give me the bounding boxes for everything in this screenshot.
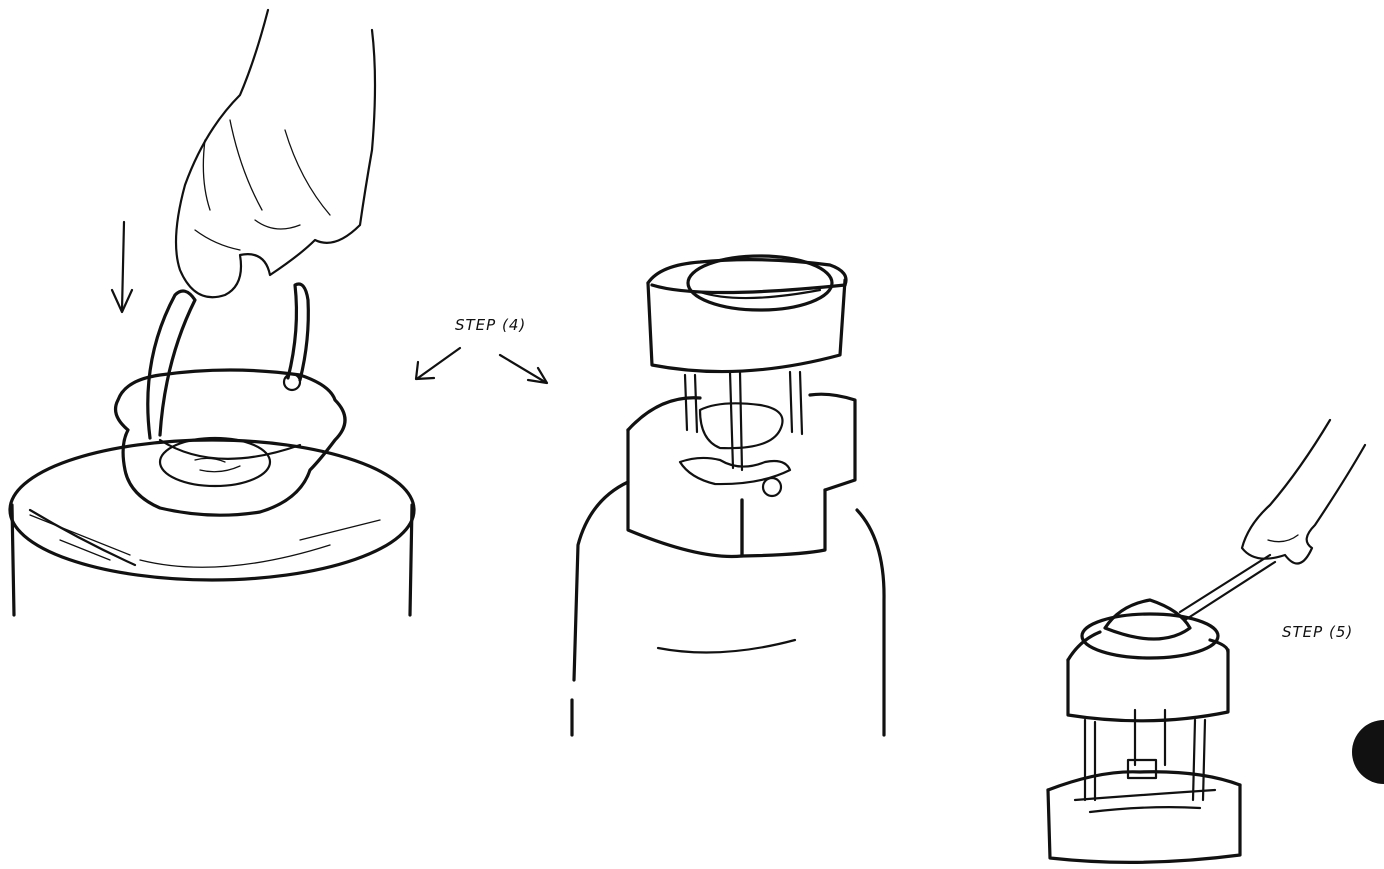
arrow-right-icon <box>500 355 547 383</box>
cylinder <box>572 482 884 735</box>
top-ring <box>1068 600 1228 721</box>
down-arrow-icon <box>112 222 132 312</box>
pot-handle <box>148 291 195 438</box>
right-figure-scraping <box>1048 420 1365 862</box>
punch-hole-mark <box>1352 720 1384 784</box>
hand <box>176 10 375 297</box>
base <box>1048 772 1240 863</box>
right-hand <box>1242 420 1365 564</box>
rods <box>685 372 802 470</box>
upper-drum <box>648 256 846 372</box>
step-5-label: STEP (5) <box>1282 623 1353 641</box>
left-figure-pot-on-drum <box>10 10 414 615</box>
step-4-label: STEP (4) <box>455 316 526 334</box>
drum <box>10 440 414 615</box>
arrow-left-icon <box>416 348 460 379</box>
right-rods <box>1085 710 1205 800</box>
pot-handle-right <box>288 284 308 380</box>
center-figure-press-assembly <box>572 256 884 735</box>
spatula <box>1180 555 1275 620</box>
